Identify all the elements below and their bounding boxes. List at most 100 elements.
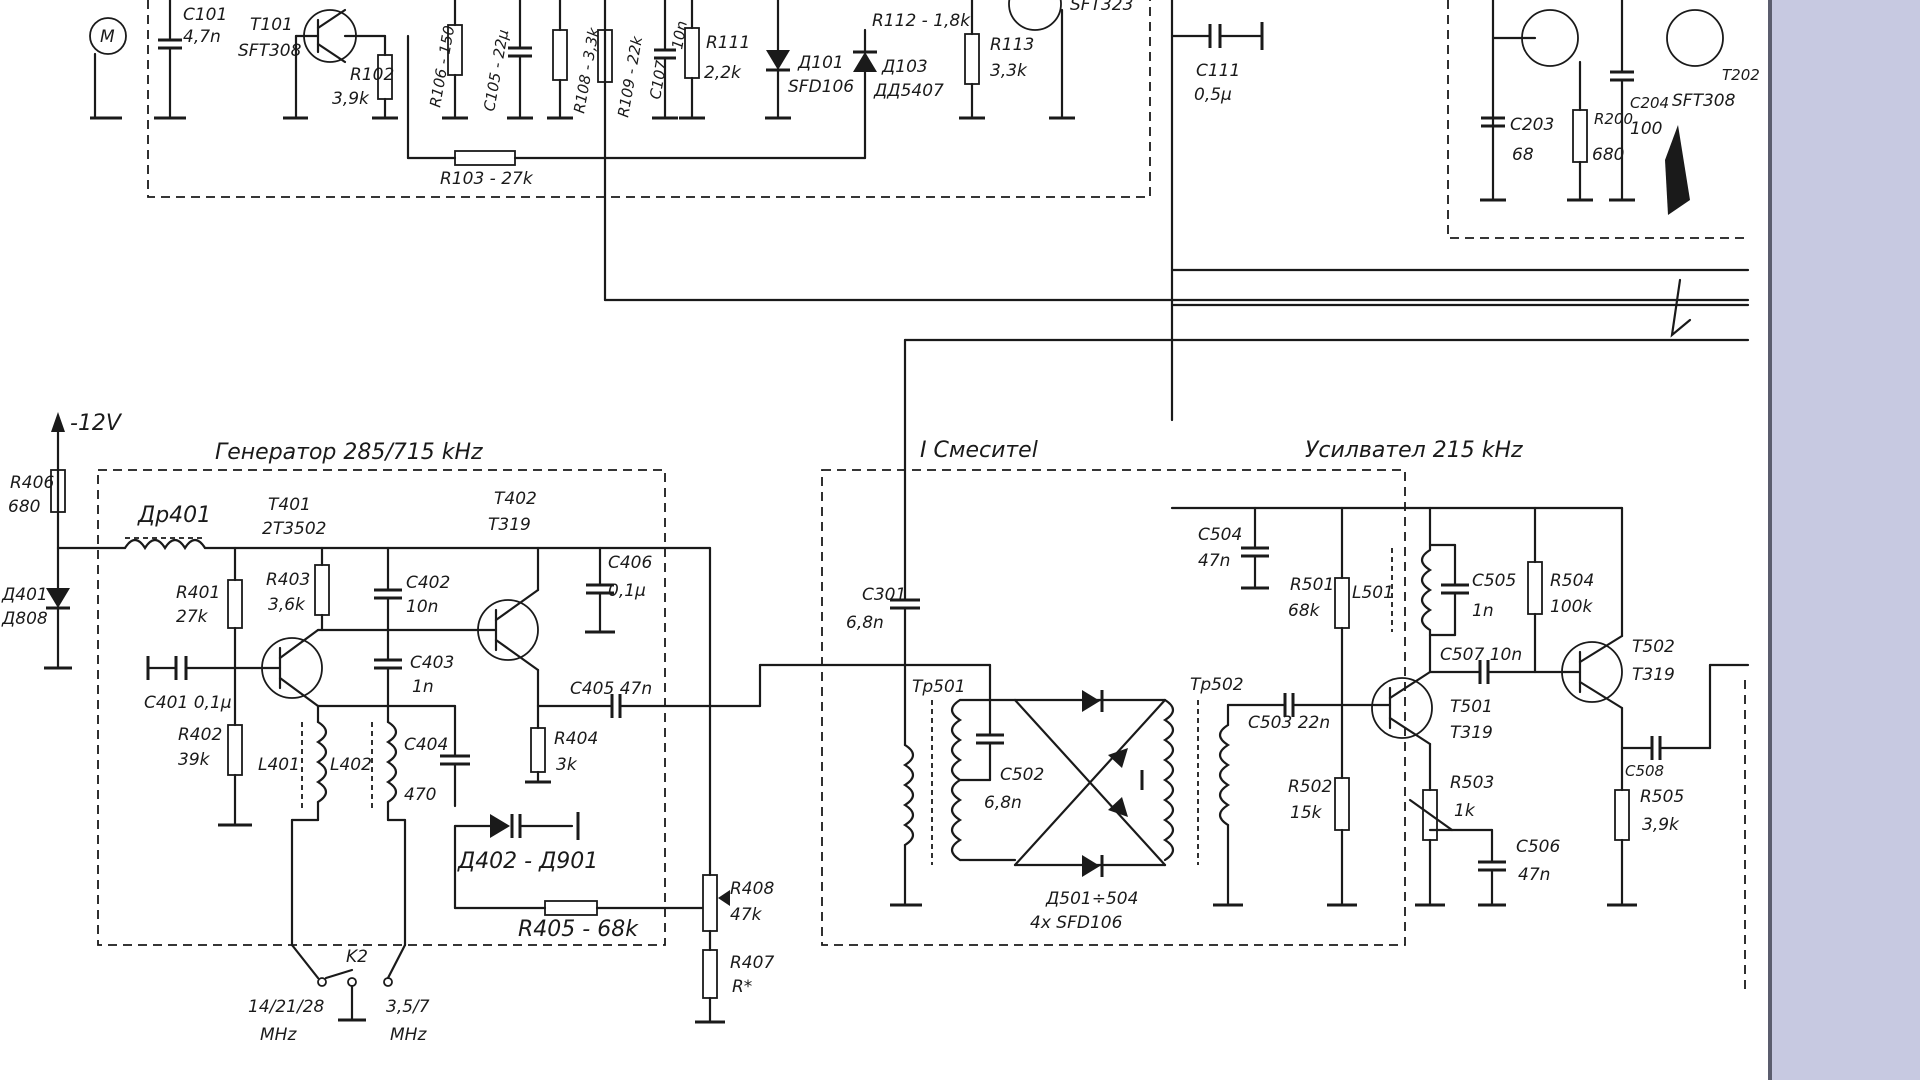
switch-label: K2 [346, 947, 368, 967]
r200-resistor [1572, 109, 1588, 163]
c107-value: 10n [668, 19, 691, 50]
t101-ref: T101 [250, 15, 293, 35]
r408-value: 47k [730, 905, 763, 925]
r404-value: 3k [556, 755, 578, 775]
c111-value: 0,5μ [1194, 85, 1232, 105]
l402-label: L402 [330, 755, 372, 775]
r404-resistor [530, 727, 546, 773]
r402-ref: R402 [178, 725, 222, 745]
r504-ref: R504 [1550, 571, 1594, 591]
r200-ref: R200 [1594, 110, 1633, 128]
r504-resistor [1527, 561, 1543, 615]
top-right-block-frame [1447, 0, 1748, 239]
ink-blot [1665, 125, 1690, 215]
d401-zener-icon [46, 588, 70, 608]
l501-coil-icon [1420, 548, 1433, 632]
c402-ref: C402 [406, 573, 450, 593]
c105-label: C105 - 22μ [480, 28, 512, 113]
c503-label: C503 22n [1248, 713, 1330, 733]
dr401-choke-icon [123, 538, 207, 551]
top-transistor-type: SFT323 [1070, 0, 1133, 15]
r109-resistor [597, 29, 613, 83]
t401-ref: T401 [268, 495, 311, 515]
d101-diode-icon [766, 50, 790, 70]
r405-label: R405 - 68k [518, 917, 639, 942]
r106-label: R106 - 150 [426, 24, 458, 109]
generator-frame [97, 469, 666, 946]
top-transistor-icon [1008, 0, 1062, 31]
diode-ring-d502 [1082, 855, 1100, 877]
t502-type: T319 [1632, 665, 1675, 685]
r401-value: 27k [176, 607, 209, 627]
l401-label: L401 [258, 755, 300, 775]
c301-value: 6,8n [846, 613, 884, 633]
t501-transistor-icon [1371, 677, 1433, 739]
c406-ref: C406 [608, 553, 653, 573]
c507-label: C507 10n [1440, 645, 1522, 665]
r501-value: 68k [1288, 601, 1321, 621]
top-section: M C101 4,7n T101 SFT308 R102 3,9k [89, 0, 1760, 422]
t502-ref: T502 [1632, 637, 1675, 657]
c502-value: 6,8n [984, 793, 1022, 813]
d103-diode-icon [853, 52, 877, 72]
mixer-title: I Смеситеl [920, 438, 1038, 463]
d402-label: Д402 - Д901 [457, 849, 598, 874]
top-right-transistor-b-icon [1666, 9, 1724, 67]
r405-resistor [544, 900, 598, 916]
switch-pos-b-label: 3,5/7 [386, 997, 430, 1017]
r403-value: 3,6k [268, 595, 306, 615]
switch-contact-common [347, 977, 357, 987]
c504-value: 47n [1198, 551, 1230, 571]
d101-type: SFD106 [788, 77, 854, 97]
r401-resistor [227, 579, 243, 629]
tr502-label: Тр502 [1190, 675, 1244, 695]
r407-resistor [702, 949, 718, 999]
r108-resistor [552, 29, 568, 81]
bus-crossing-mark [1670, 278, 1692, 338]
r111-value: 2,2k [704, 63, 742, 83]
d401-type: Д808 [1, 609, 48, 629]
c502-ref: C502 [1000, 765, 1044, 785]
top-block-frame [147, 0, 1151, 198]
switch-pos-a-label: 14/21/28 [248, 997, 325, 1017]
d401-ref: Д401 [1, 585, 48, 605]
c203-value: 68 [1512, 145, 1534, 165]
r406-value: 680 [8, 497, 40, 517]
r102-ref: R102 [350, 65, 394, 85]
diode-ring-d504 [1108, 797, 1128, 817]
r103-resistor [454, 150, 516, 166]
r102-value: 3,9k [332, 89, 370, 109]
c505-value: 1n [1472, 601, 1494, 621]
r408-ref: R408 [730, 879, 774, 899]
t402-ref: T402 [494, 489, 537, 509]
c111-ref: C111 [1196, 61, 1240, 81]
c405-label: C405 47n [570, 679, 652, 699]
c402-value: 10n [406, 597, 438, 617]
r403-ref: R403 [266, 570, 310, 590]
r109-label: R109 - 22k [614, 34, 646, 119]
tr502-secondary-coil [1218, 723, 1231, 827]
r112-label: R112 - 1,8k [872, 11, 971, 31]
d103-type: ДД5407 [873, 81, 944, 101]
c101-ref: C101 [183, 5, 227, 25]
r502-value: 15k [1290, 803, 1323, 823]
l401-coil-icon [315, 720, 328, 804]
r406-resistor [50, 469, 66, 513]
d101-ref: Д101 [797, 53, 844, 73]
r402-resistor [227, 724, 243, 776]
l501-label: L501 [1352, 583, 1394, 603]
switch-pos-a-unit: MHz [260, 1025, 297, 1045]
r505-value: 3,9k [1642, 815, 1680, 835]
t101-type: SFT308 [238, 41, 302, 61]
dr401-label: Др401 [137, 503, 211, 528]
r407-value: R* [732, 977, 752, 997]
c403-ref: C403 [410, 653, 454, 673]
t202-type: SFT308 [1672, 91, 1736, 111]
r505-resistor [1614, 789, 1630, 841]
tr502-primary-coil [1162, 698, 1175, 862]
r406-ref: R406 [10, 473, 54, 493]
t402-type: T319 [488, 515, 531, 535]
c107-ref: C107 [646, 59, 671, 101]
t401-type: 2T3502 [262, 519, 326, 539]
r113-value: 3,3k [990, 61, 1028, 81]
